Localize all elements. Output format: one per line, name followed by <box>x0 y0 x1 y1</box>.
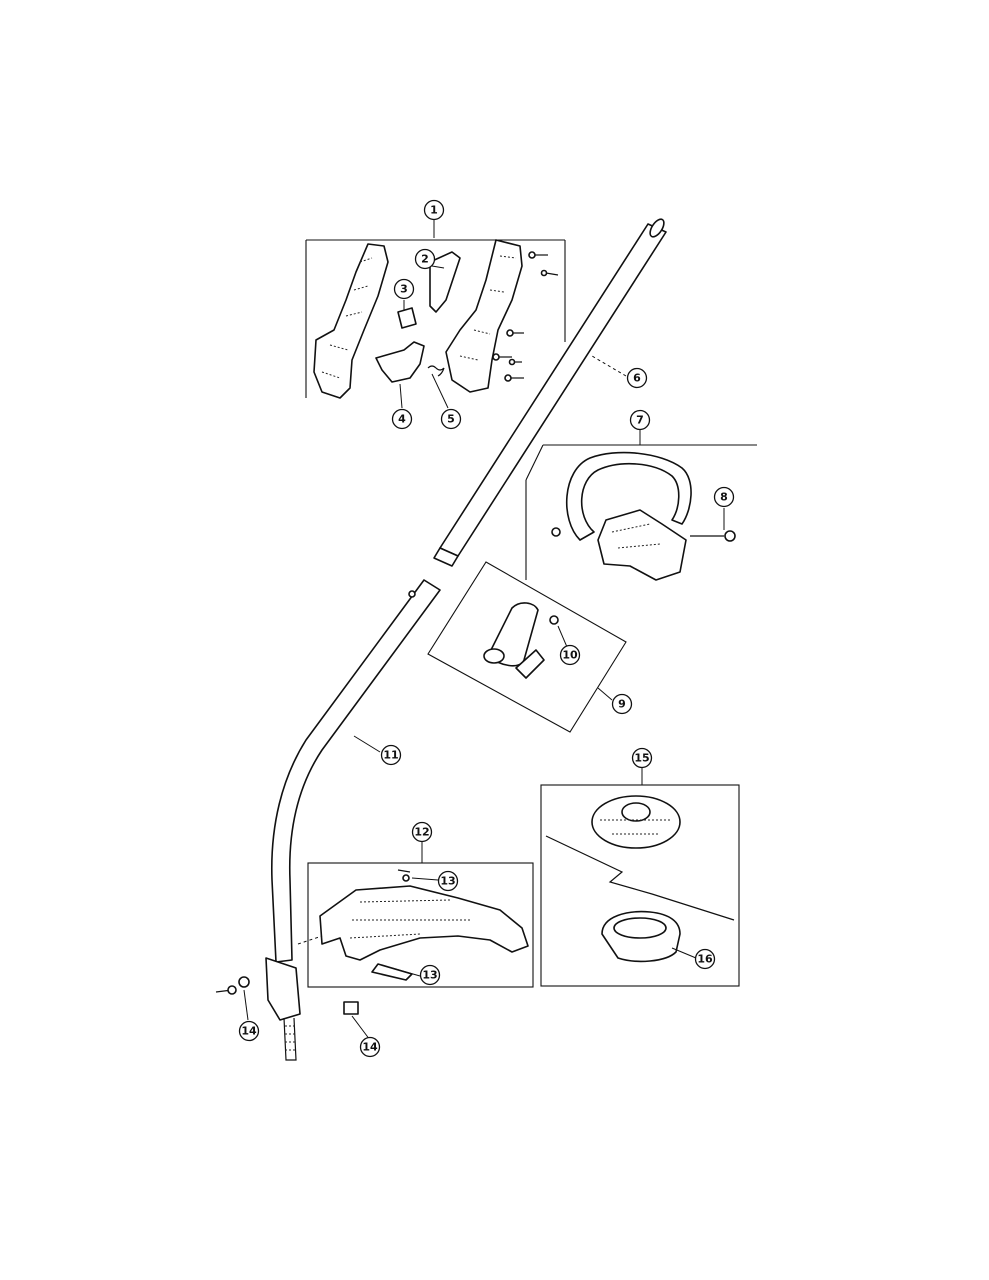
left-housing-detail <box>321 257 373 379</box>
callout-9: 9 <box>611 693 633 715</box>
svg-text:2: 2 <box>421 253 429 266</box>
callout-15: 15 <box>631 747 653 769</box>
svg-text:15: 15 <box>634 752 649 765</box>
svg-text:12: 12 <box>414 826 429 839</box>
trimmer-head-group <box>540 784 740 987</box>
callout-8: 8 <box>713 486 735 508</box>
callout-13-top: 13 <box>437 870 459 892</box>
callout-16: 16 <box>694 948 716 970</box>
upper-shaft <box>433 218 667 567</box>
coupler-knob <box>515 649 545 679</box>
shaft-coupler <box>433 547 459 567</box>
callout-11: 11 <box>380 744 402 766</box>
group-12-frame <box>307 862 534 988</box>
svg-text:14: 14 <box>362 1041 378 1054</box>
callout-10: 10 <box>559 644 581 666</box>
handle-clamp-detail <box>611 523 661 549</box>
coupler-screw <box>549 615 559 625</box>
callout-13-bottom: 13 <box>419 964 441 986</box>
callout-7: 7 <box>629 409 651 431</box>
guard-screw <box>402 874 410 882</box>
svg-text:4: 4 <box>398 413 406 426</box>
guard-detail <box>349 899 470 939</box>
svg-text:7: 7 <box>636 414 644 427</box>
callout-14-left: 14 <box>238 1020 260 1042</box>
throttle-lever <box>375 341 425 383</box>
callout-4: 4 <box>391 408 413 430</box>
trimmer-line <box>545 835 735 921</box>
shaft-end-bracket <box>265 957 301 1021</box>
coupler-group <box>427 561 627 733</box>
svg-text:9: 9 <box>618 698 626 711</box>
lower-shaft-tube <box>270 579 441 963</box>
left-housing-half <box>313 243 389 399</box>
svg-text:10: 10 <box>562 649 578 662</box>
svg-text:5: 5 <box>447 413 455 426</box>
svg-text:16: 16 <box>697 953 713 966</box>
callout-2: 2 <box>414 248 436 270</box>
drive-cable-end <box>283 1017 297 1061</box>
callout-14-bottom: 14 <box>359 1036 381 1058</box>
return-spring <box>427 365 445 377</box>
svg-text:13: 13 <box>422 969 437 982</box>
leader-lines <box>243 220 725 1041</box>
group-9-frame <box>427 561 627 733</box>
spool-cover <box>591 795 681 849</box>
guard-nut <box>343 1001 359 1015</box>
handle-housing-group <box>305 239 566 399</box>
clamp-washer <box>238 976 250 988</box>
debris-guard <box>319 885 529 961</box>
loop-handle <box>565 451 692 541</box>
loop-handle-group <box>525 444 757 581</box>
callout-1: 1 <box>423 199 445 221</box>
group-15-frame <box>540 784 740 987</box>
svg-text:1: 1 <box>430 204 438 217</box>
guard-group <box>307 862 534 1015</box>
callout-6: 6 <box>626 367 648 389</box>
svg-text:11: 11 <box>383 749 398 762</box>
callout-3: 3 <box>393 278 415 300</box>
right-housing-detail <box>459 255 517 361</box>
clamp-bolt <box>227 985 237 995</box>
handle-washer <box>551 527 561 537</box>
svg-text:14: 14 <box>241 1025 257 1038</box>
handle-knob-nut <box>724 530 736 542</box>
callout-12: 12 <box>411 821 433 843</box>
clamp-hardware <box>215 976 250 995</box>
callout-5: 5 <box>440 408 462 430</box>
handle-clamp <box>597 509 687 581</box>
lower-shaft <box>265 579 441 1061</box>
housing-screws <box>492 251 559 382</box>
svg-text:8: 8 <box>720 491 728 504</box>
trigger-latch <box>397 307 417 329</box>
right-housing-half <box>445 239 523 393</box>
svg-text:6: 6 <box>633 372 641 385</box>
svg-text:3: 3 <box>400 283 408 296</box>
svg-text:13: 13 <box>440 875 455 888</box>
